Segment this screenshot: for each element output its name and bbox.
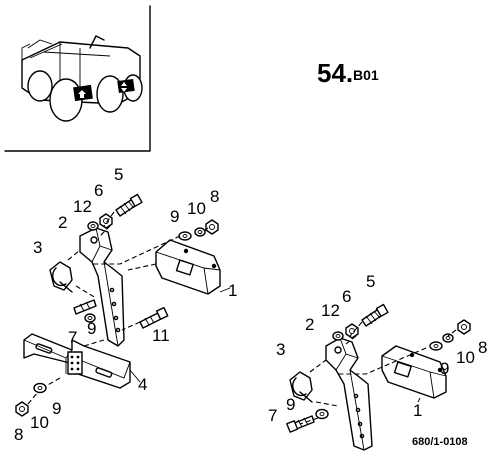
clamp-clip-icon xyxy=(49,261,73,293)
callout-label: 8 xyxy=(210,187,219,206)
mudguard-bracket-icon xyxy=(79,227,125,347)
washer-icon xyxy=(442,333,454,343)
clamp-clip-icon xyxy=(289,371,313,403)
section-suffix: B01 xyxy=(353,67,379,83)
callouts-left: 5 6 12 2 3 9 10 8 1 7 9 11 4 8 10 9 xyxy=(14,165,237,444)
callout-label: 12 xyxy=(321,301,340,320)
washer-icon xyxy=(178,231,192,241)
callout-label: 1 xyxy=(228,281,237,300)
callout-label: 2 xyxy=(58,213,67,232)
washer-icon xyxy=(87,221,99,231)
callout-label: 10 xyxy=(187,199,206,218)
callout-label: 6 xyxy=(94,181,103,200)
callout-label: 8 xyxy=(478,338,487,357)
callout-label: 9 xyxy=(87,319,96,338)
section-header: 54. B01 xyxy=(317,58,379,88)
callout-label: 9 xyxy=(52,399,61,418)
callout-label: 5 xyxy=(366,272,375,291)
callout-label: 12 xyxy=(73,197,92,216)
nut-icon xyxy=(99,213,113,229)
mounting-plate-icon xyxy=(381,345,447,399)
washer-icon xyxy=(315,408,329,420)
callout-label: 5 xyxy=(114,165,123,184)
nut-icon xyxy=(205,219,219,235)
mudguard-bracket-icon xyxy=(325,337,373,451)
locator-inset xyxy=(4,5,151,152)
bolt-icon xyxy=(361,303,389,327)
reference-code: 680/1-0108 xyxy=(412,436,468,448)
nut-icon xyxy=(457,319,471,335)
washer-icon xyxy=(429,341,443,351)
callouts-right: 5 6 12 2 3 8 10 9 7 9 1 xyxy=(268,272,487,425)
right-assembly xyxy=(286,303,471,451)
callout-label: 9 xyxy=(286,395,295,414)
callout-label: 8 xyxy=(14,425,23,444)
washer-icon xyxy=(332,331,344,341)
callout-label: 10 xyxy=(456,348,475,367)
bolt-icon xyxy=(139,306,169,329)
section-number: 54. xyxy=(317,58,353,88)
callout-label: 2 xyxy=(305,315,314,334)
left-assembly xyxy=(15,193,231,417)
truck-rear-locator-icon xyxy=(21,35,143,122)
callout-label: 3 xyxy=(276,340,285,359)
washer-icon xyxy=(194,227,206,237)
callout-label: 6 xyxy=(342,287,351,306)
washer-icon xyxy=(84,313,96,323)
callout-label: 9 xyxy=(170,207,179,226)
bolt-icon xyxy=(115,193,143,217)
callout-label: 11 xyxy=(152,326,170,345)
callout-label: 4 xyxy=(138,375,147,394)
callout-label: 7 xyxy=(268,406,277,425)
callout-label: 10 xyxy=(30,413,49,432)
washer-icon xyxy=(33,382,47,394)
bolt-icon xyxy=(73,299,97,315)
callout-label: 9 xyxy=(440,359,449,378)
callout-label: 7 xyxy=(68,328,77,347)
bolt-icon xyxy=(286,415,315,433)
callout-label: 3 xyxy=(33,238,42,257)
callout-label: 1 xyxy=(413,401,422,420)
mounting-plate-icon xyxy=(23,333,131,389)
mounting-plate-icon xyxy=(155,239,221,295)
nut-icon xyxy=(345,323,359,339)
nut-icon xyxy=(15,401,29,417)
